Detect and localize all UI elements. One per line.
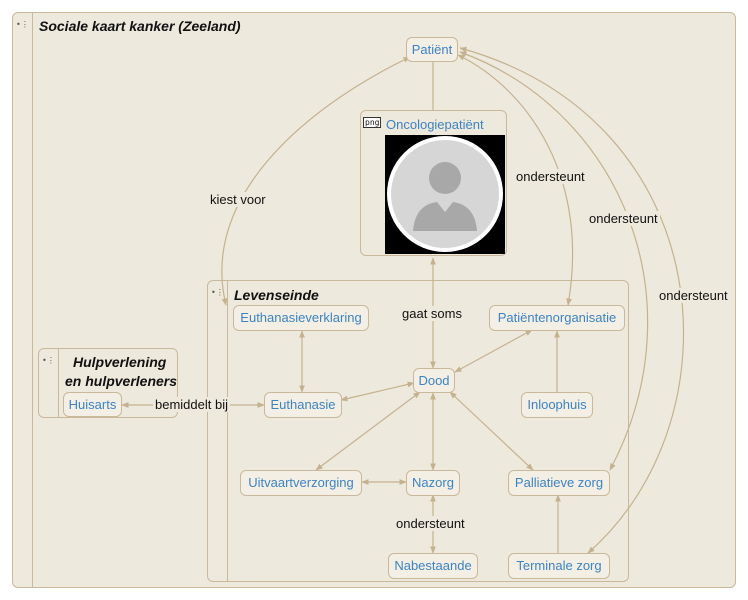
node-euthanasieverklaring[interactable]: Euthanasieverklaring [233,305,369,331]
collapse-handle-icon[interactable]: •⋮ [42,356,55,365]
node-huisarts[interactable]: Huisarts [63,392,122,417]
node-palliatieve-zorg[interactable]: Palliatieve zorg [508,470,610,496]
edge-dood-palliatief [449,391,534,471]
edge-euthanasie-dood [340,381,415,402]
edge-dood-uitvaart [315,391,421,471]
edge-label-ondersteunt-3: ondersteunt [657,288,730,303]
edge-kiest-voor [221,56,411,306]
node-patientenorganisatie[interactable]: Patiëntenorganisatie [489,305,625,331]
node-patient[interactable]: Patiënt [406,37,458,62]
edge-label-ondersteunt-nazorg: ondersteunt [394,516,467,531]
node-nabestaande[interactable]: Nabestaande [388,553,478,579]
edge-label-bemiddelt-bij: bemiddelt bij [153,397,230,412]
edge-organisatie-dood [454,329,533,373]
hulpverlening-panel-handle[interactable]: •⋮ [39,349,59,417]
hulpverlening-title-line2: en hulpverleners [65,373,178,389]
node-nazorg[interactable]: Nazorg [406,470,460,496]
levenseinde-panel-handle[interactable]: •⋮ [208,281,228,581]
node-dood[interactable]: Dood [413,368,455,393]
map-title: Sociale kaart kanker (Zeeland) [39,18,241,34]
edge-label-gaat-soms: gaat soms [400,306,464,321]
edge-label-ondersteunt-1: ondersteunt [514,169,587,184]
node-terminale-zorg[interactable]: Terminale zorg [508,553,610,579]
edge-label-ondersteunt-2: ondersteunt [587,211,660,226]
edge-ondersteunt-3 [459,46,684,554]
collapse-handle-icon[interactable]: •⋮ [211,288,224,297]
node-euthanasie[interactable]: Euthanasie [264,392,342,418]
collapse-handle-icon[interactable]: •⋮ [16,20,29,29]
hulpverlening-title-line1: Hulpverlening [73,354,167,370]
map-panel-handle[interactable]: •⋮ [13,13,33,587]
node-inloophuis[interactable]: Inloophuis [521,392,593,418]
node-uitvaartverzorging[interactable]: Uitvaartverzorging [240,470,362,496]
edge-label-kiest-voor: kiest voor [208,192,268,207]
